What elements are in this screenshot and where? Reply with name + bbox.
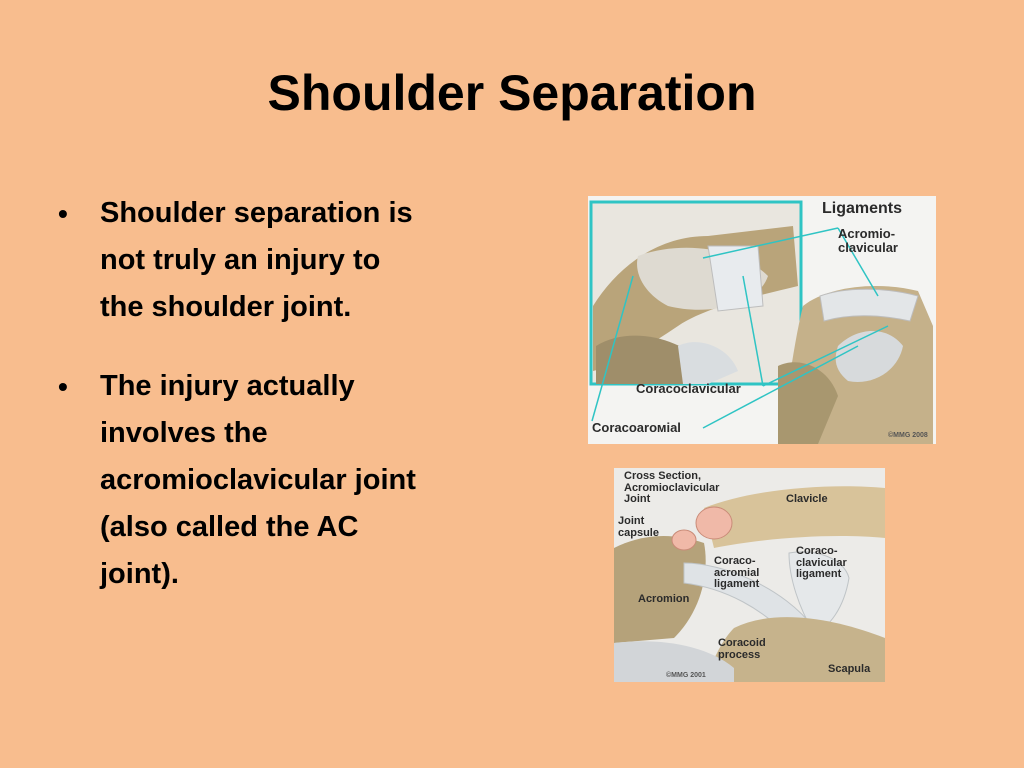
label-joint-capsule: Joint capsule (618, 515, 659, 539)
label-acromion: Acromion (638, 593, 690, 605)
ac-joint-cross-section: Cross Section, Acromioclavicular Joint J… (614, 468, 885, 682)
label-coraco-acromial: Coraco- acromial ligament (714, 555, 760, 591)
ligaments-drawing (588, 196, 936, 444)
bullet-list: • Shoulder separation is not truly an in… (58, 190, 498, 630)
label-clavicle: Clavicle (786, 493, 828, 505)
label-coraco-clavicular: Coraco- clavicular ligament (796, 545, 847, 581)
label-acromioclavicular: Acromio- clavicular (838, 226, 898, 255)
copyright-mark: ©MMG 2008 (888, 432, 928, 439)
ligaments-illustration: Ligaments Acromio- clavicular Coracoclav… (588, 196, 936, 444)
bullet-text: Shoulder separation is not truly an inju… (100, 197, 413, 323)
bullet-item: • The injury actually involves the acrom… (58, 363, 498, 598)
bullet-dot: • (58, 371, 68, 402)
slide-title: Shoulder Separation (267, 65, 757, 121)
bullet-dot: • (58, 198, 68, 229)
label-coracoid: Coracoid process (718, 637, 766, 661)
copyright-mark: ©MMG 2001 (666, 672, 706, 679)
cross-section-drawing (614, 468, 885, 682)
label-coracoacromial: Coracoarомial (592, 420, 681, 435)
ligaments-heading: Ligaments (822, 200, 903, 217)
label-coracoclavicular: Coracoclavicular (636, 381, 741, 396)
bullet-item: • Shoulder separation is not truly an in… (58, 190, 498, 331)
bullet-text: The injury actually involves the acromio… (100, 370, 416, 590)
label-scapula: Scapula (828, 663, 871, 675)
label-cross-section: Cross Section, Acromioclavicular Joint (624, 470, 720, 506)
